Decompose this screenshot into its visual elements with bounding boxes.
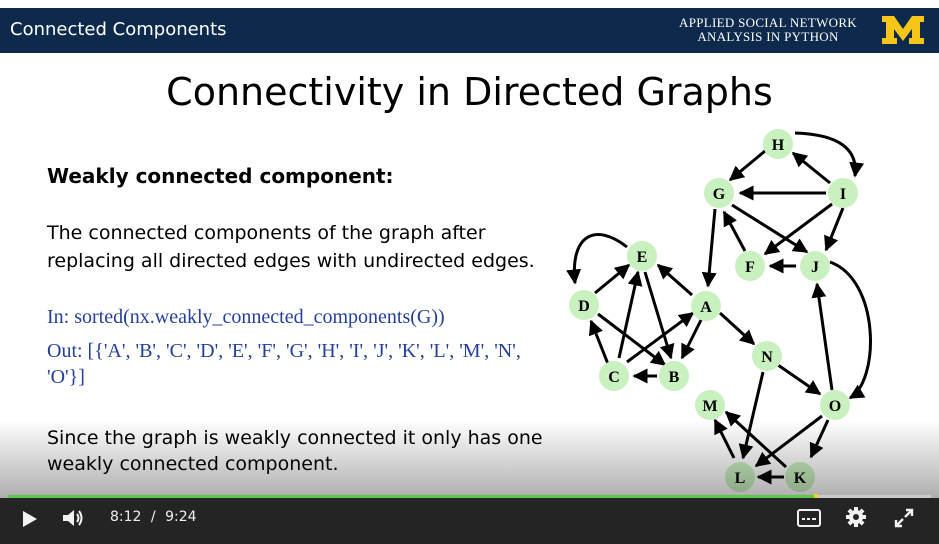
edge-h-g (728, 149, 766, 182)
directed-graph-diagram: H I G J F E D A N C B M O L K (566, 129, 872, 492)
edge-a-n (718, 311, 756, 346)
node-g (704, 178, 734, 208)
edge-a-e (656, 263, 693, 297)
node-label-d: D (578, 298, 590, 315)
edge-d-b (597, 312, 667, 367)
edge-n-o (777, 363, 822, 396)
current-time: 8:12 (110, 509, 142, 525)
edge-e-b (643, 271, 675, 360)
node-h (763, 129, 793, 159)
time-display: 8:12 / 9:24 (110, 509, 197, 525)
node-label-m: M (702, 398, 717, 415)
node-label-o: O (829, 398, 841, 415)
node-o (820, 390, 850, 420)
edge-c-a (626, 311, 695, 364)
node-c (599, 361, 629, 391)
progress-bar[interactable] (8, 494, 931, 499)
progress-marker[interactable] (813, 494, 818, 499)
edge-f-g (722, 210, 747, 252)
node-label-a: A (700, 299, 712, 316)
edge-o-l (754, 414, 823, 468)
edge-h-i (794, 131, 865, 178)
edge-i-h (791, 151, 831, 185)
node-label-e: E (637, 249, 648, 266)
node-label-h: H (772, 137, 785, 154)
lecture-title: Connected Components (10, 19, 227, 40)
node-f (735, 251, 765, 281)
conclusion-text: Since the graph is weakly connected it o… (47, 427, 543, 475)
edge-i-j (824, 207, 845, 252)
node-label-i: I (840, 186, 846, 203)
course-title: APPLIED SOCIAL NETWORK ANALYSIS IN PYTHO… (679, 16, 857, 44)
university-logo (882, 16, 924, 44)
edge-d-e (594, 263, 631, 295)
gear-icon[interactable] (846, 507, 866, 527)
slide-heading: Connectivity in Directed Graphs (166, 70, 773, 114)
node-e (627, 241, 657, 271)
control-bar: 8:12 / 9:24 (0, 498, 939, 544)
definition-text: The connected components of the graph af… (47, 222, 535, 272)
edge-o-j (811, 282, 834, 391)
code-input: In: sorted(nx.weakly_connected_component… (47, 306, 445, 328)
node-label-b: B (669, 369, 680, 386)
edge-o-k (809, 419, 830, 459)
progress-fill (8, 495, 814, 498)
edge-i-f (763, 202, 833, 256)
node-label-g: G (713, 186, 726, 203)
edge-j-o (829, 260, 872, 400)
node-i (828, 178, 858, 208)
edge-c-e (617, 270, 643, 359)
node-a (691, 291, 721, 321)
node-label-c: C (608, 369, 620, 386)
edge-g-a (701, 208, 717, 288)
course-title-line-1: APPLIED SOCIAL NETWORK (679, 15, 857, 30)
edge-l-m (713, 418, 736, 459)
node-label-f: F (745, 259, 755, 276)
node-label-n: N (761, 349, 773, 366)
node-d (569, 290, 599, 320)
duration: 9:24 (165, 509, 197, 525)
edge-a-b (680, 317, 704, 360)
node-j (800, 251, 830, 281)
node-m (695, 390, 725, 420)
course-title-line-2: ANALYSIS IN PYTHON (697, 29, 839, 44)
node-b (659, 361, 689, 391)
node-label-l: L (735, 470, 746, 487)
node-label-k: K (794, 470, 807, 487)
time-separator: / (150, 509, 156, 525)
play-icon[interactable] (22, 510, 38, 528)
volume-icon[interactable] (62, 508, 84, 528)
slide-title-bar: Connected Components APPLIED SOCIAL NETW… (0, 8, 939, 53)
section-heading: Weakly connected component: (47, 164, 394, 188)
code-output: Out: [{'A', 'B', 'C', 'D', 'E', 'F', 'G'… (47, 340, 521, 388)
captions-icon[interactable] (797, 509, 821, 527)
graph-nodes: H I G J F E D A N C B M O L K (569, 129, 858, 492)
edge-g-j (731, 203, 809, 254)
edge-k-m (724, 410, 788, 469)
fullscreen-icon[interactable] (894, 508, 914, 528)
node-label-j: J (811, 259, 819, 276)
node-n (752, 341, 782, 371)
edge-e-d (566, 233, 628, 285)
edge-c-d (588, 319, 610, 365)
